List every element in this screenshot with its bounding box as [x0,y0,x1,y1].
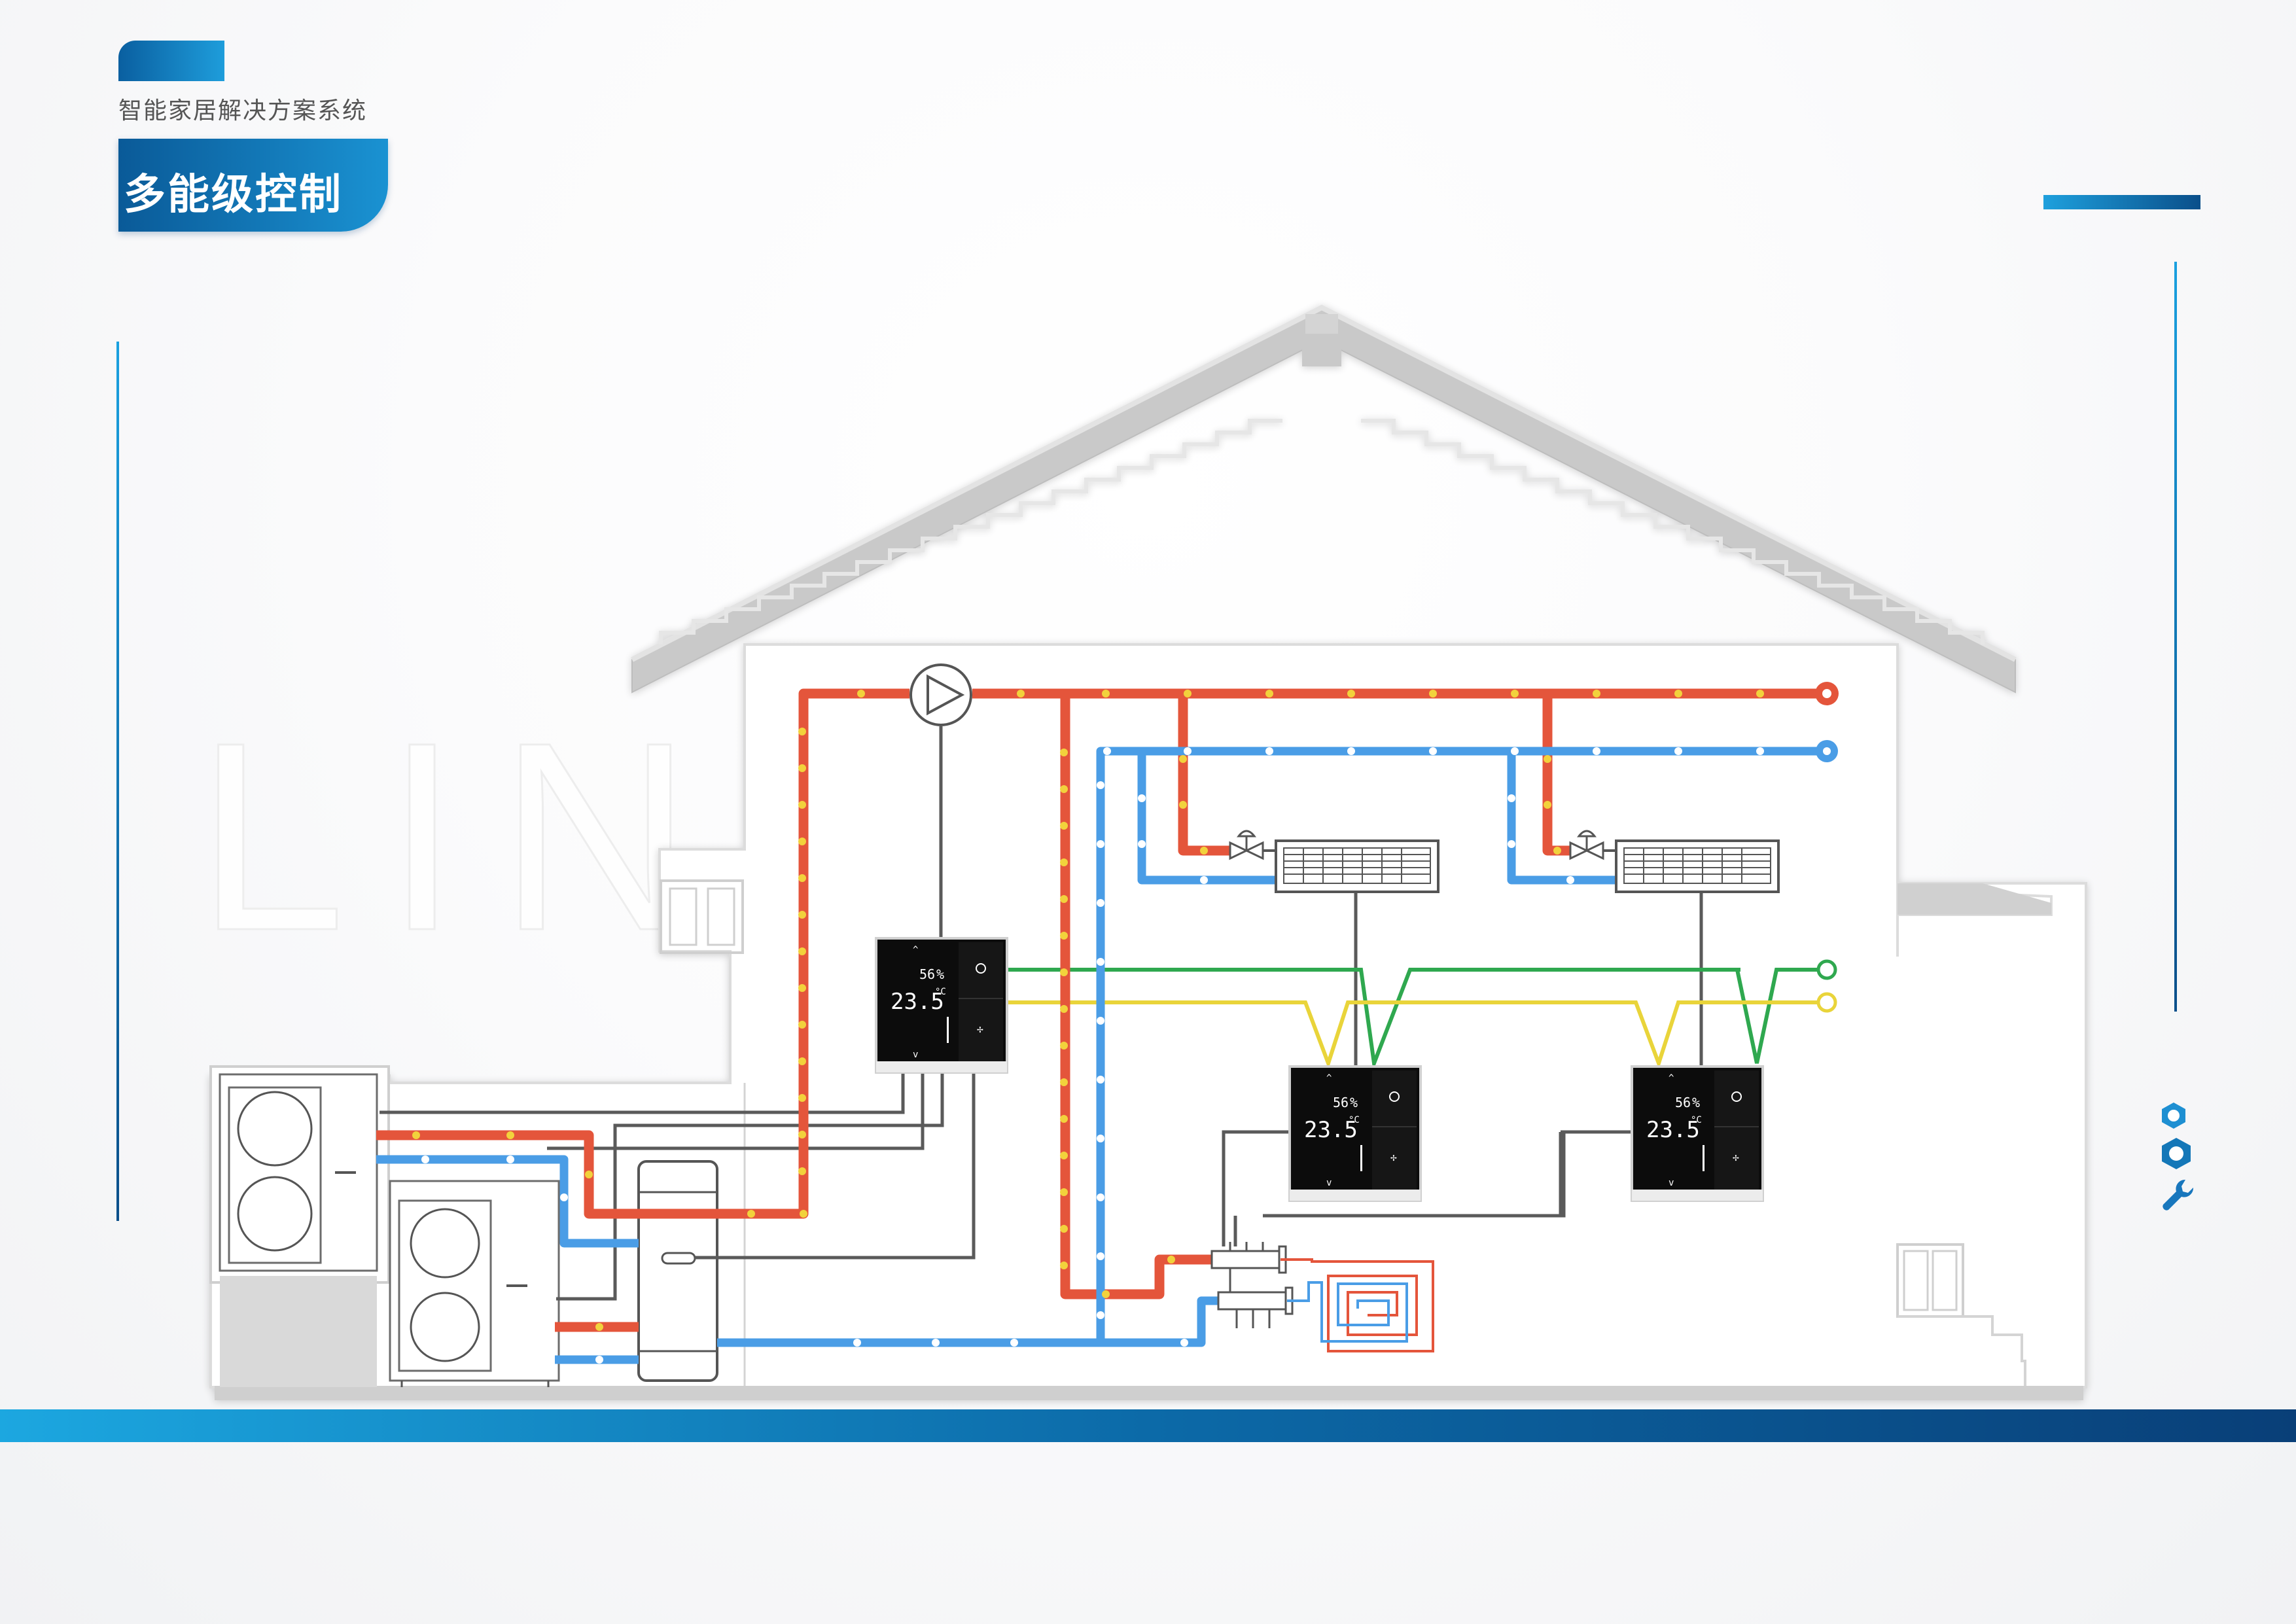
outdoor-unit-upper [209,1065,390,1387]
control-wiring [380,726,1703,1301]
valve-2 [1569,830,1616,860]
thermostat-room-1-humidity: 56 [1333,1095,1349,1110]
signal-lines [1008,959,1837,1071]
fan-icon: ✢ [1733,1151,1739,1163]
title-tab-accent [118,41,224,81]
thermostat-room-2-humidity: 56 [1675,1095,1691,1110]
valve-1 [1229,830,1276,860]
thermostat-main-humidity-unit: % [936,966,944,982]
floor-heating-coil [1280,1258,1434,1352]
svg-text:v: v [1326,1178,1332,1188]
thermostat-room-2: 23.5 °C 56 % ✢ ^ v [1631,1065,1764,1202]
circulation-pump [910,663,972,726]
thermostat-room-2-temp: 23.5 [1646,1117,1700,1143]
thermostat-room-1: 23.5 °C 56 % ✢ ^ v [1288,1065,1422,1202]
thermostat-main-humidity: 56 [919,966,935,982]
thermostat-main: 23.5 °C 56 % ✢ ^ v [875,937,1008,1074]
flow-dots [412,690,1764,1364]
fan-icon: ✢ [977,1023,983,1035]
supply-endpoint [1815,682,1839,705]
svg-text:v: v [1669,1178,1674,1188]
svg-text:v: v [913,1050,918,1060]
top-right-accent-bar [2043,195,2200,209]
wrench-icon [2163,1179,2194,1210]
fan-coil-unit-2 [1615,839,1780,893]
return-endpoint [1816,740,1838,762]
thermostat-room-1-temp: 23.5 [1304,1117,1358,1143]
title-badge [118,139,388,232]
thermostat-room-2-unit: °C [1691,1115,1702,1125]
svg-text:^: ^ [1326,1073,1332,1084]
thermostat-room-1-humidity-unit: % [1350,1095,1358,1110]
thermostat-main-unit: °C [935,987,946,997]
buffer-tank [637,1160,718,1382]
supply-pipes [376,688,1826,1332]
svg-text:^: ^ [1669,1073,1674,1084]
thermostat-room-1-unit: °C [1349,1115,1360,1125]
outdoor-unit-lower [389,1180,560,1387]
right-accent-line [2174,262,2177,1012]
page-title: 多能级控制 [124,171,343,219]
hexagon-bolt-icon [2162,1138,2191,1169]
bottom-accent-band [0,1409,2296,1442]
thermostat-room-2-humidity-unit: % [1692,1095,1700,1110]
left-accent-line [116,342,119,1221]
fan-icon: ✢ [1390,1151,1397,1163]
side-icon-column [2159,1101,2199,1220]
nut-icon [2162,1103,2185,1129]
svg-text:^: ^ [913,945,918,955]
thermostat-main-temp: 23.5 [891,989,944,1015]
page-subtitle: 智能家居解决方案系统 [118,97,368,124]
fan-coil-unit-1 [1275,839,1439,893]
